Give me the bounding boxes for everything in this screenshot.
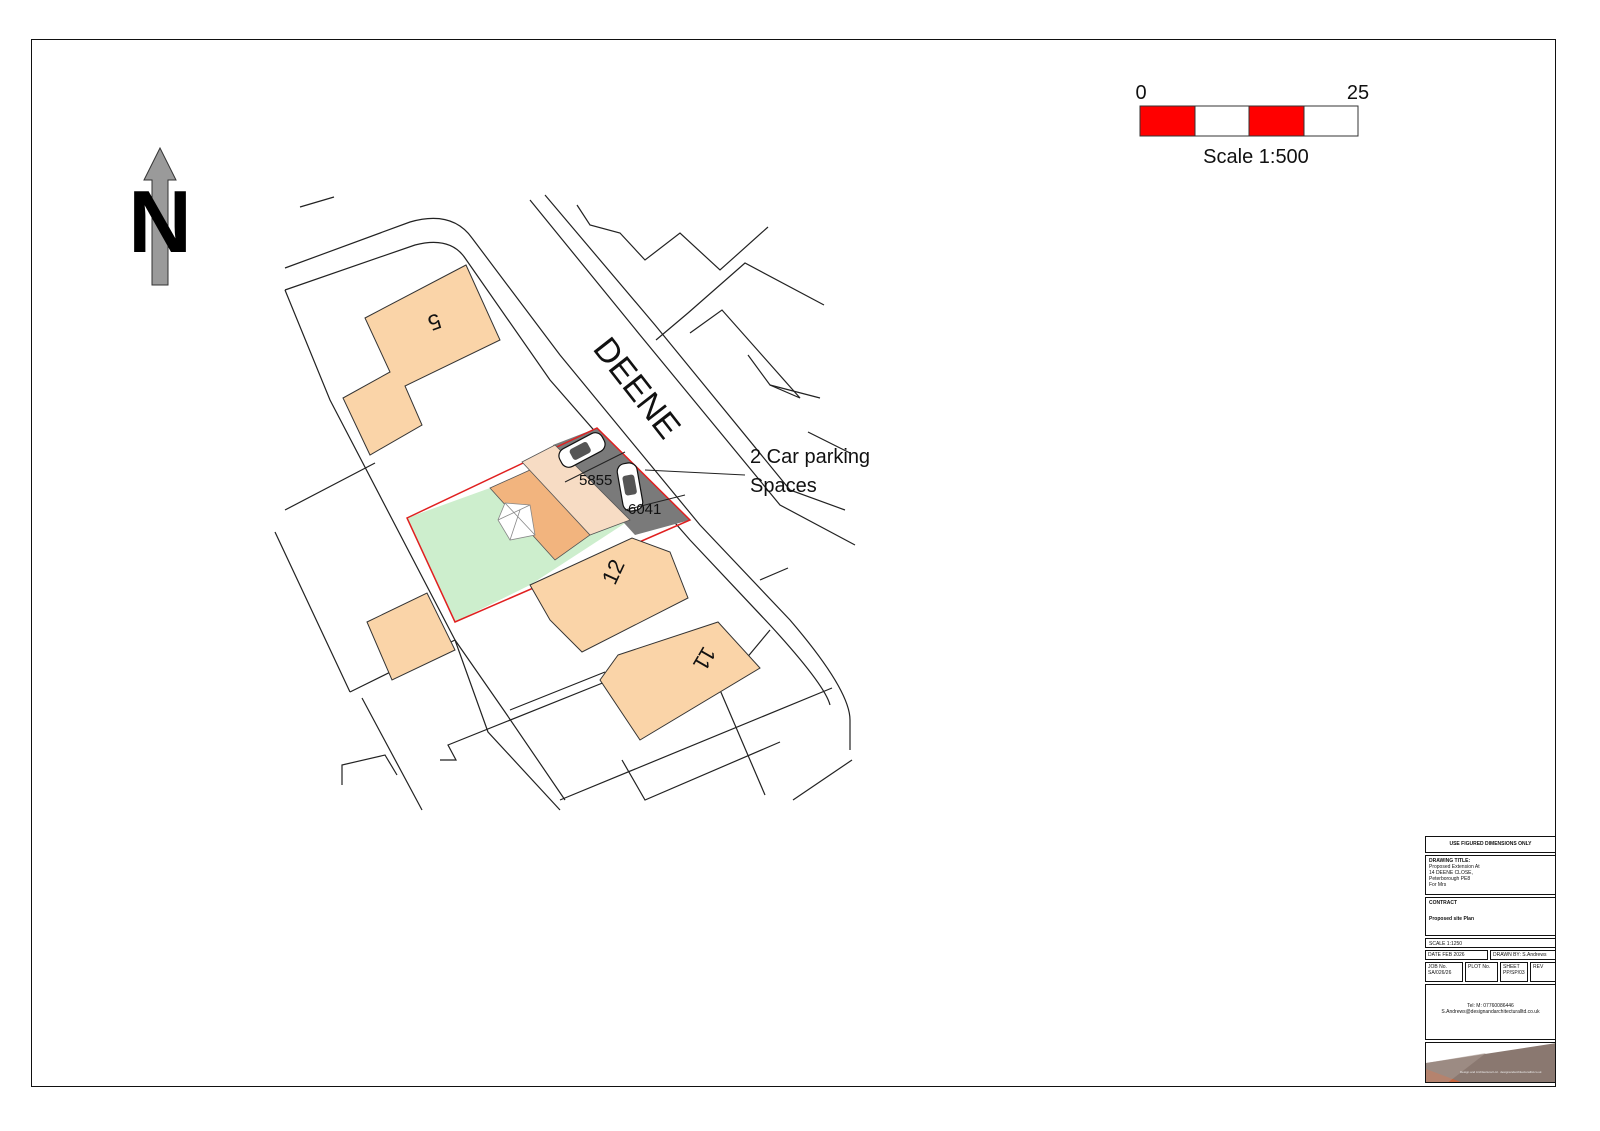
date-cell: DATE FEB 2026 (1425, 950, 1488, 960)
car-icon-1 (558, 432, 606, 468)
house-5 (342, 264, 501, 456)
contract-label: CONTRACT (1429, 900, 1458, 906)
scale-segment-4 (1303, 105, 1359, 137)
dimension-line-2 (624, 494, 686, 511)
plot-no-label: PLOT No. (1468, 964, 1491, 970)
drawn-by-cell: DRAWN BY: S.Andrews (1490, 950, 1556, 960)
drawing-sheet-border (31, 39, 1556, 1087)
house-11 (599, 621, 761, 741)
drawing-title-line-3: Peterborough PE8 (1429, 876, 1471, 882)
scale-start-label: 0 (1135, 82, 1146, 104)
job-no-label: JOB No. (1428, 964, 1447, 970)
annotation-line-1: 2 Car parking (750, 446, 870, 468)
title-notice-box: USE FIGURED DIMENSIONS ONLY (1425, 836, 1556, 853)
contract-value: Proposed site Plan (1429, 916, 1475, 922)
street-name: DEENE (586, 330, 688, 446)
north-arrow-icon: N (128, 146, 192, 286)
sheet-value: PP/SP/03 (1503, 970, 1525, 976)
drawing-title-line-4: For Mrs (1429, 882, 1447, 888)
contact-email: S.Andrews@designandarchitecturalltd.co.u… (1441, 1009, 1540, 1015)
scale-segment-1 (1139, 105, 1196, 137)
scale-bar: 0 25 Scale 1:500 (1135, 82, 1369, 168)
scale-box: SCALE 1:1250 (1425, 938, 1556, 948)
scale-segment-3 (1248, 105, 1305, 137)
logo-graphic-icon (1426, 1043, 1555, 1082)
contact-box: Tel: M: 07760086446 S.Andrews@designanda… (1425, 984, 1556, 1040)
dimension-line-1 (564, 451, 626, 483)
rev-label: REV (1533, 964, 1544, 970)
scale-caption: Scale 1:500 (1203, 146, 1309, 168)
staircase-icon (497, 502, 536, 541)
logo-text: Design and Architectural Ltd · designand… (1460, 1070, 1542, 1074)
date-row: DATE FEB 2026 DRAWN BY: S.Andrews (1425, 950, 1556, 960)
annotation-line-2: Spaces (750, 475, 817, 497)
house-12 (529, 537, 689, 653)
dimension-label-2: 6041 (628, 501, 661, 518)
drawing-title-line-1: Proposed Extension At (1429, 864, 1480, 870)
drawing-title-box: DRAWING TITLE: Proposed Extension At 14 … (1425, 855, 1556, 895)
job-no-value: SA/026/26 (1428, 970, 1452, 976)
drawing-title-label: DRAWING TITLE: (1429, 858, 1471, 864)
sheet-label: SHEET (1503, 964, 1520, 970)
drawing-title-line-2: 14 DEENE CLOSE, (1429, 870, 1473, 876)
scale-segment-2 (1194, 105, 1250, 137)
title-scale: SCALE 1:1250 (1429, 941, 1463, 947)
plot-no-cell: PLOT No. (1465, 962, 1498, 982)
job-no-cell: JOB No. SA/026/26 (1425, 962, 1463, 982)
figured-dimensions-notice: USE FIGURED DIMENSIONS ONLY (1449, 841, 1532, 847)
dimension-label-1: 5855 (579, 472, 612, 489)
car-icon-2 (616, 462, 644, 512)
title-block: USE FIGURED DIMENSIONS ONLY DRAWING TITL… (1425, 836, 1556, 1083)
extension-light (521, 444, 631, 536)
contract-box: CONTRACT Proposed site Plan (1425, 897, 1556, 936)
company-logo: Design and Architectural Ltd · designand… (1425, 1042, 1556, 1083)
contact-tel: Tel: M: 07760086446 (1467, 1003, 1514, 1009)
scale-end-label: 25 (1347, 82, 1369, 104)
job-row: JOB No. SA/026/26 PLOT No. SHEET PP/SP/0… (1425, 962, 1556, 982)
sheet-cell: SHEET PP/SP/03 (1500, 962, 1528, 982)
annotation-leader (644, 469, 746, 476)
rev-cell: REV (1530, 962, 1556, 982)
house-small (366, 592, 456, 681)
north-letter: N (128, 172, 192, 271)
